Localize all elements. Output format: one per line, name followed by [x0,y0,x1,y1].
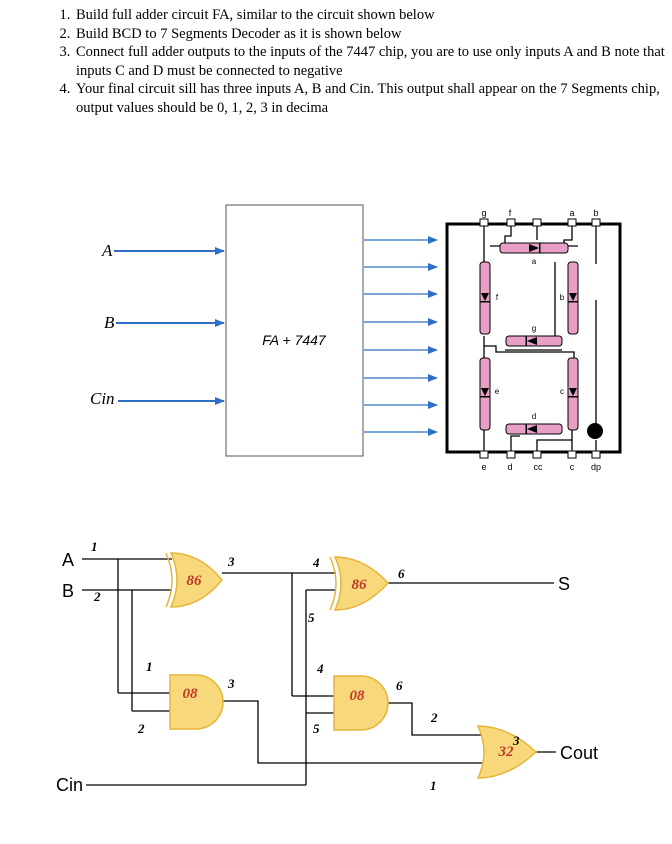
pin-label-b: b [593,208,598,218]
block-diagram: A B Cin FA + 7447 g f a b [90,204,622,472]
pin-label-d: d [507,462,512,472]
segment-label-g: g [532,324,536,333]
segment-label-e: e [495,387,500,396]
pin-number: 1 [146,659,153,674]
fa-7447-box-label: FA + 7447 [262,332,327,348]
pin-label-f: f [509,208,512,218]
xor-gate-1-label: 86 [187,573,203,589]
instruction-item: Your final circuit sill has three inputs… [74,80,672,117]
and-gate-2-label: 08 [350,688,366,704]
segment-label-c: c [560,387,564,396]
fa-7447-box [225,204,364,457]
pin-label-e: e [481,462,486,472]
box-output-arrows [364,236,438,436]
pin-number: 4 [316,661,324,676]
pin-number: 2 [93,589,101,604]
input-b-label: B [104,313,115,332]
circuit-output-cout-label: Cout [560,743,598,763]
circuit-input-a-label: A [62,550,74,570]
xor-gate-2: 86 [329,556,390,611]
pin-number: 1 [430,778,437,793]
instruction-item: Build BCD to 7 Segments Decoder as it is… [74,25,672,44]
and-gate-1: 08 [169,674,224,730]
pin-label-dp: dp [591,462,601,472]
pin-number: 5 [308,610,315,625]
pin-number: 2 [430,710,438,725]
pin-label-cc: cc [534,462,544,472]
input-cin-label: Cin [90,389,115,408]
full-adder-circuit: 86 86 08 08 32 A B Cin S Cout 1 2 3 [56,539,598,795]
decimal-point-dot [587,423,603,439]
pin-label-g: g [481,208,486,218]
instruction-item: Connect full adder outputs to the inputs… [74,43,672,80]
segment-label-f: f [496,293,499,302]
pin-number: 5 [313,721,320,736]
pin-number: 4 [312,555,320,570]
circuit-input-cin-label: Cin [56,775,83,795]
pin-label-c: c [570,462,575,472]
diode-icons [480,243,578,434]
and-gate-1-label: 08 [183,686,199,702]
segment-label-b: b [560,293,565,302]
or-gate-label: 32 [498,744,515,760]
input-a-label: A [101,241,113,260]
pin-number: 3 [512,733,520,748]
instruction-item: Build full adder circuit FA, similar to … [74,6,672,25]
pin-number: 3 [227,554,235,569]
segment-label-d: d [532,412,536,421]
seven-segment-display: g f a b e d cc c dp [445,208,622,472]
xor-gate-2-label: 86 [352,577,368,593]
circuit-wires [82,558,556,786]
instructions-list: Build full adder circuit FA, similar to … [34,6,672,117]
and-gate-2: 08 [333,675,389,731]
pin-number: 3 [227,676,235,691]
pin-numbers: 1 2 3 4 5 6 1 2 3 4 5 6 1 2 3 [91,539,520,793]
pin-label-a: a [569,208,574,218]
pin-number: 2 [137,721,145,736]
pin-number: 6 [396,678,403,693]
xor-gate-1: 86 [165,552,223,608]
or-gate: 32 [476,725,538,779]
circuit-input-b-label: B [62,581,74,601]
segment-label-a: a [532,257,537,266]
pin-number: 1 [91,539,98,554]
pin-number: 6 [398,566,405,581]
circuit-output-s-label: S [558,574,570,594]
